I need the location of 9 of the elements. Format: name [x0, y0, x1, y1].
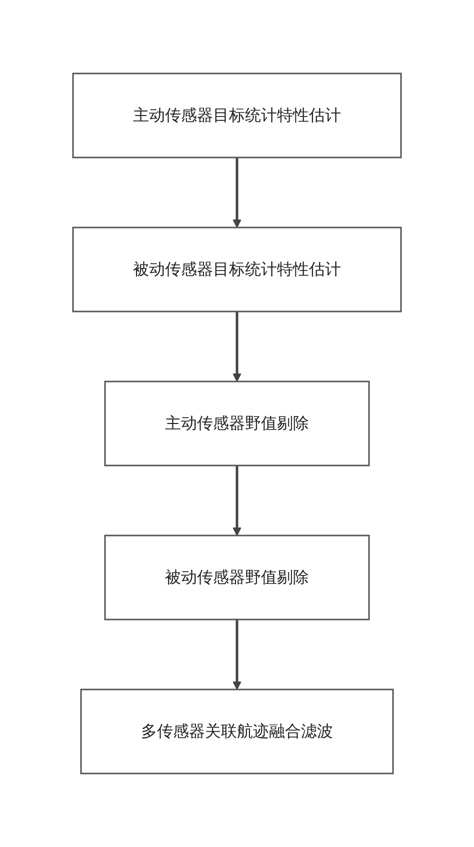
- arrow: [232, 466, 242, 536]
- arrow: [232, 620, 242, 690]
- node-box: 被动传感器野值剔除: [104, 534, 370, 620]
- arrow: [232, 312, 242, 382]
- node-box: 主动传感器目标统计特性估计: [72, 72, 402, 158]
- node-box: 被动传感器目标统计特性估计: [72, 226, 402, 312]
- node-box: 多传感器关联航迹融合滤波: [80, 688, 394, 774]
- node-box: 主动传感器野值剔除: [104, 380, 370, 466]
- arrow: [232, 158, 242, 228]
